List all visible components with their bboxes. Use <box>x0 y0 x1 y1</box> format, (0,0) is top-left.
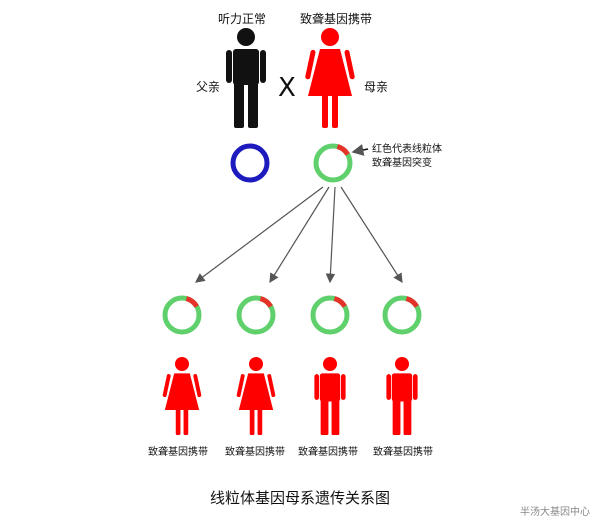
mutation-arc <box>336 144 350 156</box>
legend-pointer-arrow <box>351 144 369 156</box>
child-2-mitochondria-ring <box>236 295 276 335</box>
legend-note-line-1: 红色代表线粒体 <box>372 144 442 155</box>
inheritance-arrow-3 <box>325 186 336 284</box>
cross-symbol: X <box>278 73 296 103</box>
diagram-title: 线粒体基因母系遗传关系图 <box>209 489 390 507</box>
father-status-label: 听力正常 <box>218 12 267 26</box>
inheritance-arrow-1 <box>195 186 324 283</box>
inheritance-arrow-2 <box>269 186 330 284</box>
child-2-label: 致聋基因携带 <box>225 447 285 458</box>
inheritance-arrow-4 <box>340 186 403 284</box>
child-1-label: 致聋基因携带 <box>148 447 208 458</box>
child-4-label: 致聋基因携带 <box>373 447 433 458</box>
child-3-label: 致聋基因携带 <box>298 447 358 458</box>
father-label: 父亲 <box>196 80 221 94</box>
legend-note-line-2: 致聋基因突变 <box>372 158 432 169</box>
mother-figure <box>305 28 355 128</box>
watermark: 半汤大基因中心 <box>520 507 590 518</box>
mother-mitochondria-ring <box>313 143 353 183</box>
father-figure <box>226 28 266 128</box>
father-mitochondria-ring <box>230 143 270 183</box>
mother-label: 母亲 <box>364 80 389 94</box>
mutation-arc <box>259 296 273 308</box>
child-3-figure <box>314 357 346 435</box>
child-1-figure <box>162 357 202 435</box>
child-4-mitochondria-ring <box>382 295 422 335</box>
child-4-figure <box>386 357 418 435</box>
child-1-mitochondria-ring <box>162 295 202 335</box>
mutation-arc <box>185 296 199 308</box>
child-3-mitochondria-ring <box>310 295 350 335</box>
mother-status-label: 致聋基因携带 <box>300 12 373 26</box>
mutation-arc <box>405 296 419 308</box>
child-2-figure <box>236 357 276 435</box>
mutation-arc <box>333 296 347 308</box>
